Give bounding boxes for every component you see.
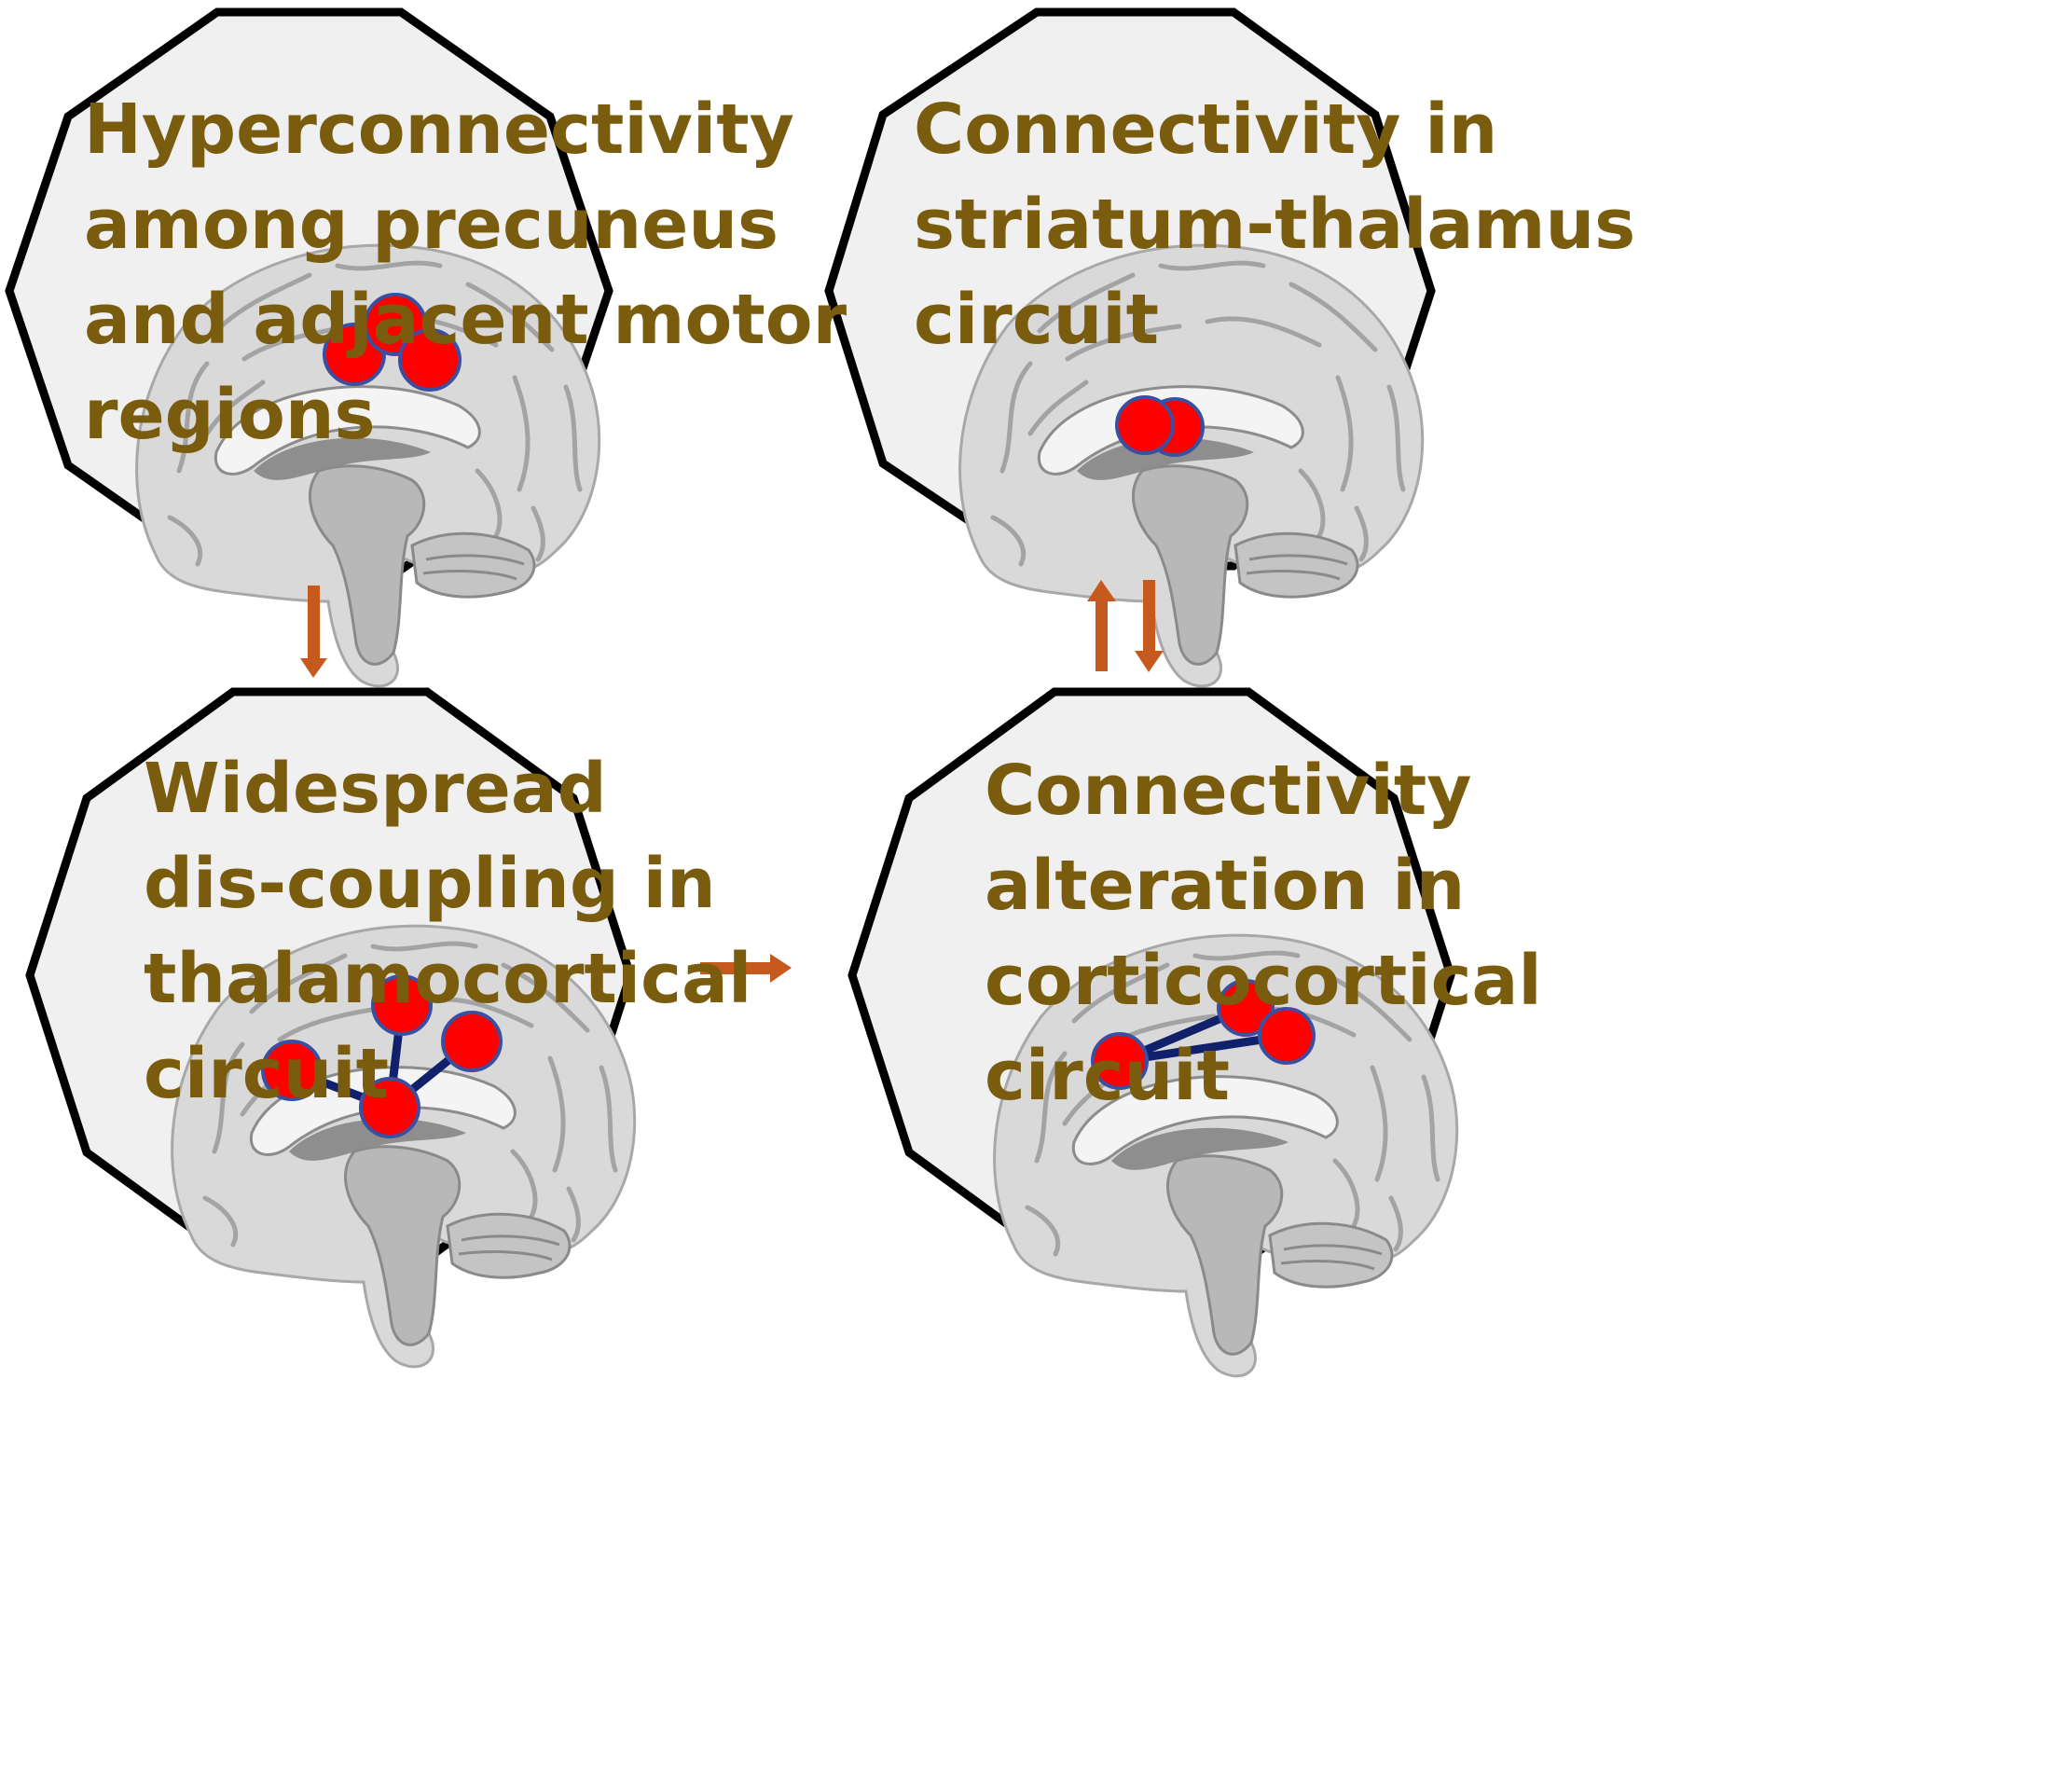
label-line: dis-coupling in: [144, 844, 716, 924]
region-node: [1217, 979, 1275, 1037]
label-line: circuit: [144, 1034, 390, 1114]
label-line: circuit: [914, 280, 1160, 360]
region-node: [261, 1040, 323, 1101]
region-node: [1115, 395, 1175, 455]
region-node: [359, 1077, 420, 1138]
label-line: circuit: [985, 1036, 1231, 1116]
arrow-down-left: [300, 586, 327, 678]
region-node: [1091, 1032, 1149, 1090]
panel-bottom-right-label: Connectivity alteration in corticocortic…: [985, 743, 1542, 1123]
region-node: [371, 974, 433, 1036]
arrow-up-right: [1087, 580, 1116, 671]
panel-bottom-left-label: Widespread dis-coupling in thalamocortic…: [144, 741, 751, 1122]
panel-top-right: [824, 7, 1436, 686]
label-line: alteration in: [985, 846, 1466, 926]
label-line: Connectivity in: [914, 90, 1498, 170]
region-node: [441, 1011, 503, 1072]
panel-bottom-left: [25, 687, 635, 1367]
label-line: striatum-thalamus: [914, 185, 1636, 265]
panel-top-right-label: Connectivity in striatum-thalamus circui…: [914, 82, 1635, 367]
region-node: [1258, 1007, 1316, 1065]
arrow-right-bottom: [700, 954, 792, 983]
label-line: thalamocortical: [144, 939, 752, 1019]
panel-top-left-label: Hyperconnectivity among precuneus and ad…: [84, 82, 847, 462]
label-line: Hyperconnectivity: [84, 90, 794, 170]
label-line: Connectivity: [985, 751, 1472, 831]
label-line: regions: [84, 375, 376, 455]
arrow-down-right: [1135, 580, 1164, 672]
panel-bottom-right: [847, 687, 1457, 1376]
label-line: Widespread: [144, 749, 607, 829]
label-line: among precuneus: [84, 185, 779, 265]
panel-top-left: [5, 7, 613, 686]
region-node: [398, 328, 462, 392]
label-line: and adjacent motor: [84, 280, 847, 360]
label-line: corticocortical: [985, 941, 1542, 1021]
